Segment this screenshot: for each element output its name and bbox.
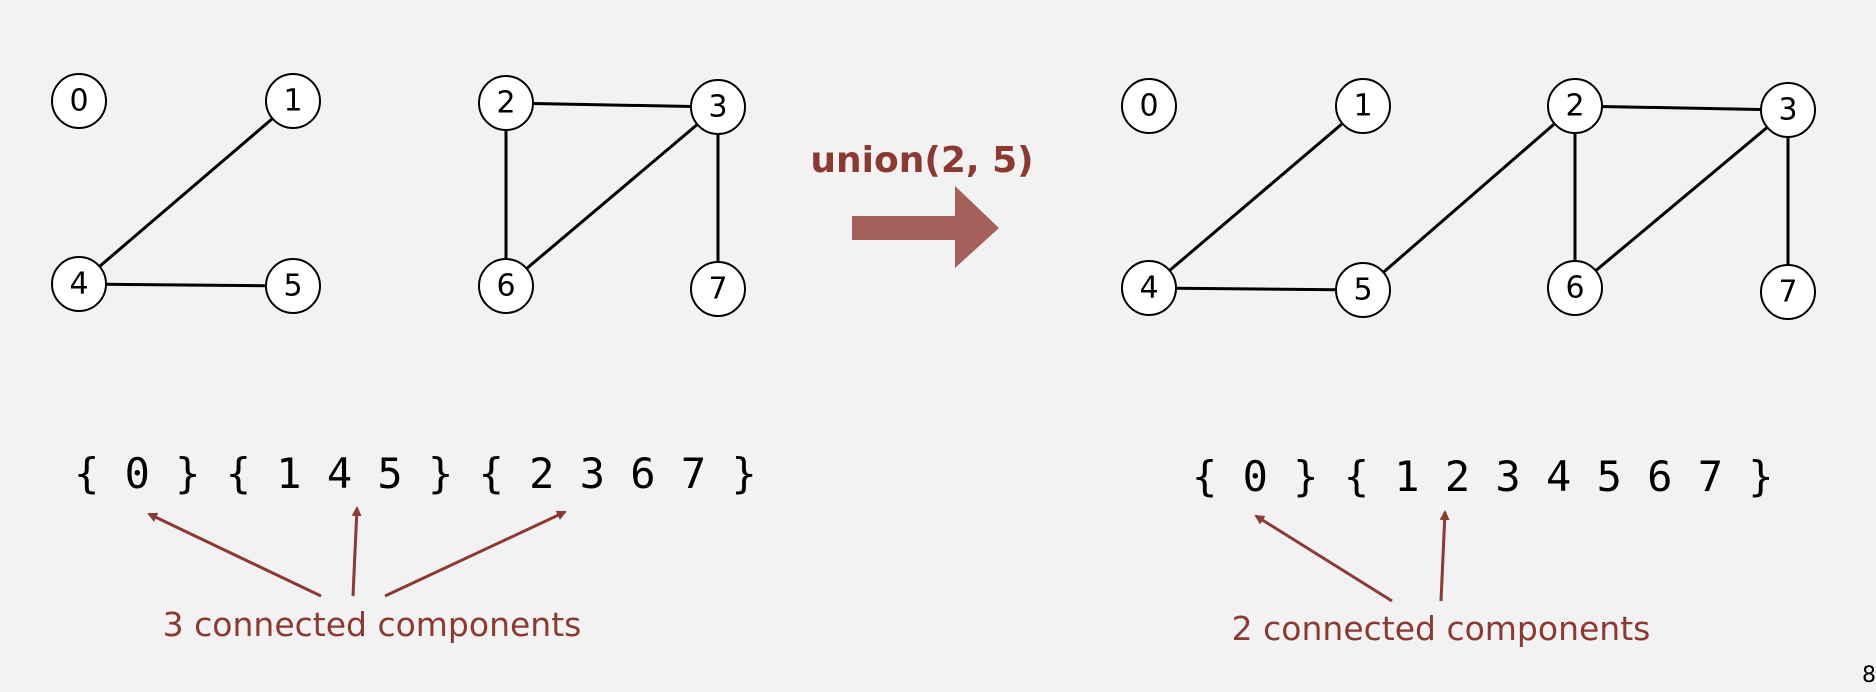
right-arrow-icon bbox=[852, 186, 999, 268]
after-node-label-7: 7 bbox=[1778, 275, 1797, 310]
after-node-circle-7 bbox=[1760, 264, 1816, 320]
before-node-5: 5 bbox=[265, 258, 321, 314]
before-node-circle-3 bbox=[690, 79, 746, 135]
before-node-2: 2 bbox=[478, 75, 534, 131]
after-graph: 0 1 2 3 4 5 6 7 bbox=[1121, 78, 1816, 320]
after-node-circle-3 bbox=[1760, 82, 1816, 138]
before-node-circle-1 bbox=[265, 73, 321, 129]
before-caption: 3 connected components bbox=[163, 605, 582, 644]
before-node-circle-6 bbox=[478, 258, 534, 314]
after-node-circle-6 bbox=[1547, 260, 1603, 316]
after-edge-1-4 bbox=[1148, 104, 1364, 290]
before-node-circle-7 bbox=[690, 261, 746, 317]
before-node-circle-2 bbox=[478, 75, 534, 131]
after-node-label-1: 1 bbox=[1353, 89, 1372, 124]
after-components-text: { 0 } { 1 2 3 4 5 6 7 } bbox=[1192, 452, 1774, 501]
before-edge-4-5 bbox=[78, 282, 294, 288]
after-node-3: 3 bbox=[1760, 82, 1816, 138]
before-node-label-2: 2 bbox=[496, 86, 515, 121]
before-node-label-6: 6 bbox=[496, 269, 515, 304]
before-components-text: { 0 } { 1 4 5 } { 2 3 6 7 } bbox=[74, 449, 757, 498]
page-number: 8 bbox=[1862, 663, 1876, 688]
before-graph: 0 1 2 3 4 5 6 7 bbox=[51, 73, 746, 317]
after-node-0: 0 bbox=[1121, 78, 1177, 134]
after-node-circle-4 bbox=[1121, 260, 1177, 316]
before-node-1: 1 bbox=[265, 73, 321, 129]
after-node-circle-2 bbox=[1547, 78, 1603, 134]
arrow-to-set-big-after bbox=[1439, 510, 1450, 602]
before-node-6: 6 bbox=[478, 258, 534, 314]
before-node-0: 0 bbox=[51, 73, 107, 129]
before-edge-2-3 bbox=[505, 101, 719, 109]
before-edge-1-4 bbox=[78, 99, 294, 286]
before-node-7: 7 bbox=[690, 261, 746, 317]
after-nodes: 0 1 2 3 4 5 6 7 bbox=[1121, 78, 1816, 320]
after-node-4: 4 bbox=[1121, 260, 1177, 316]
after-node-circle-0 bbox=[1121, 78, 1177, 134]
after-edge-3-6 bbox=[1574, 108, 1789, 290]
before-edges bbox=[78, 99, 720, 289]
after-node-label-4: 4 bbox=[1139, 271, 1158, 306]
after-node-label-3: 3 bbox=[1778, 93, 1797, 128]
after-caption: 2 connected components bbox=[1232, 609, 1651, 648]
after-node-6: 6 bbox=[1547, 260, 1603, 316]
after-node-label-6: 6 bbox=[1565, 271, 1584, 306]
before-node-label-5: 5 bbox=[283, 269, 302, 304]
before-node-label-7: 7 bbox=[708, 272, 727, 307]
after-node-7: 7 bbox=[1760, 264, 1816, 320]
before-node-circle-4 bbox=[51, 256, 107, 312]
arrow-to-set-0-after bbox=[1254, 514, 1393, 603]
after-edge-4-5 bbox=[1148, 286, 1364, 292]
before-node-circle-0 bbox=[51, 73, 107, 129]
after-node-circle-5 bbox=[1335, 262, 1391, 318]
after-annotation-arrows bbox=[1254, 510, 1450, 603]
after-edge-2-5 bbox=[1362, 104, 1576, 292]
after-edge-2-3 bbox=[1574, 104, 1789, 112]
arrow-to-set-2367 bbox=[384, 510, 567, 598]
union-operation-label: union(2, 5) bbox=[810, 140, 1033, 181]
after-node-label-0: 0 bbox=[1139, 89, 1158, 124]
after-node-5: 5 bbox=[1335, 262, 1391, 318]
before-node-label-3: 3 bbox=[708, 90, 727, 125]
before-node-3: 3 bbox=[690, 79, 746, 135]
before-node-label-4: 4 bbox=[69, 267, 88, 302]
arrow-to-set-145 bbox=[351, 506, 362, 597]
after-edges bbox=[1148, 104, 1790, 292]
before-annotation-arrows bbox=[147, 506, 567, 598]
after-node-2: 2 bbox=[1547, 78, 1603, 134]
before-node-label-0: 0 bbox=[69, 84, 88, 119]
before-node-4: 4 bbox=[51, 256, 107, 312]
before-node-circle-5 bbox=[265, 258, 321, 314]
before-node-label-1: 1 bbox=[283, 84, 302, 119]
after-node-label-5: 5 bbox=[1353, 273, 1372, 308]
before-edge-3-6 bbox=[505, 105, 719, 288]
after-node-label-2: 2 bbox=[1565, 89, 1584, 124]
arrow-to-set-0 bbox=[147, 512, 322, 598]
before-nodes: 0 1 2 3 4 5 6 7 bbox=[51, 73, 746, 317]
after-node-1: 1 bbox=[1335, 78, 1391, 134]
after-node-circle-1 bbox=[1335, 78, 1391, 134]
